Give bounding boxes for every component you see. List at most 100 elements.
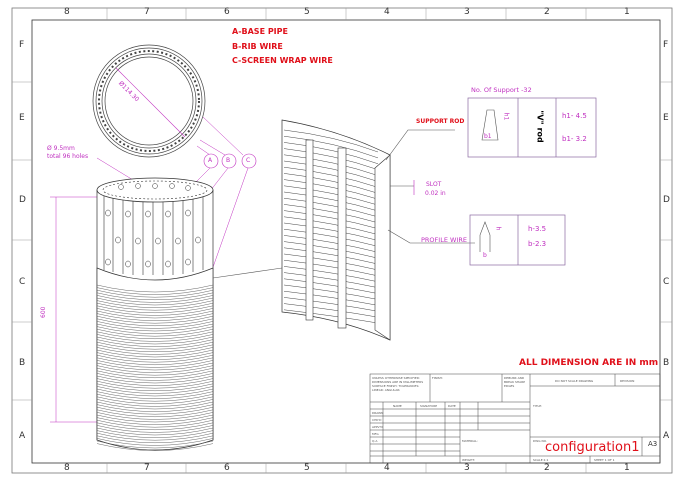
tb-dwg-no: DWG NO. [533, 439, 547, 443]
profile-wire-line [283, 284, 379, 300]
wrap-wire-line [96, 347, 214, 355]
detail-view-wires [281, 119, 391, 341]
wrap-wire-line [96, 352, 214, 360]
wrap-wire-line [96, 323, 214, 332]
profile-h-value: h-3.5 [528, 225, 547, 233]
wrap-wire-line [96, 404, 214, 412]
profile-wire-line [283, 129, 379, 153]
wrap-wire-line [96, 383, 214, 391]
zone-col-7-top: 7 [144, 7, 150, 17]
wrap-wire-line [96, 339, 214, 347]
wrap-wire-line [96, 310, 214, 319]
slot-value: 0.02 in [425, 190, 446, 197]
tb-sheet: SHEET 1 OF 1 [594, 458, 615, 462]
profile-wire-line [283, 148, 379, 170]
zone-row-b-right: B [663, 358, 670, 368]
wrap-wire-line [96, 321, 214, 329]
profile-wire-line [283, 290, 379, 306]
profile-wire-line [283, 235, 379, 253]
wrap-wire-line [96, 357, 214, 365]
zone-col-3-top: 3 [464, 7, 470, 17]
wrap-wire-line [96, 409, 214, 417]
wrap-wire-line [96, 305, 214, 313]
profile-wire-line [283, 154, 379, 176]
wrap-wire-line [96, 313, 214, 321]
zone-row-a-right: A [663, 431, 670, 441]
wrap-wire-line [96, 318, 214, 326]
profile-wire-line [283, 135, 379, 159]
zone-col-2-top: 2 [544, 7, 550, 17]
tb-drawn: DRAWN [372, 411, 384, 415]
wrap-wire-line [96, 430, 214, 438]
wrap-wire-line [96, 417, 214, 425]
tb-scale: SCALE:1:1 [533, 458, 549, 462]
zone-row-d-right: D [663, 195, 670, 205]
wrap-wire-line [96, 284, 214, 293]
profile-wire-line [283, 204, 379, 224]
wrap-wire-line [96, 331, 214, 339]
wrap-wire-line [96, 399, 214, 407]
spec-tables [467, 97, 597, 266]
profile-wire-line [283, 160, 379, 182]
wrap-wire-line [96, 292, 214, 300]
profile-wire-line [283, 297, 379, 312]
zone-col-8-top: 8 [64, 7, 70, 17]
legend-base-pipe: A-BASE PIPE [232, 27, 288, 36]
zone-row-e-left: E [19, 113, 25, 123]
wrap-wire-line [96, 396, 214, 404]
zone-row-b-left: B [19, 358, 26, 368]
profile-wire-line [283, 142, 379, 165]
tb-mfg: MFG [372, 432, 379, 436]
profile-wire-line [283, 247, 379, 265]
tb-finish: FINISH: [432, 376, 443, 380]
detail-leaders [385, 129, 475, 244]
outer-frame [11, 7, 673, 474]
profile-wire-line [283, 259, 379, 277]
profile-wire-line [283, 228, 379, 247]
zone-row-d-left: D [19, 195, 26, 205]
wrap-wire-line [96, 378, 214, 386]
wrap-wire-line [96, 432, 214, 441]
profile-wire-line [283, 191, 379, 212]
wrap-wire-line [96, 308, 214, 316]
tb-approved: APPV'D [372, 425, 383, 429]
profile-wire-line [283, 272, 379, 288]
wrap-wire-line [96, 289, 214, 298]
support-count-title: No. Of Support -32 [471, 86, 532, 94]
wrap-wire-line [96, 360, 214, 368]
profile-wire-line [283, 309, 379, 324]
wrap-wire-line [96, 315, 214, 324]
wrap-wire-line [96, 373, 214, 381]
zone-col-4-bottom: 4 [384, 463, 390, 473]
wrap-wire-line [96, 388, 214, 397]
wrap-wire-line [96, 326, 214, 334]
well-screen-isometric [96, 177, 214, 451]
wrap-wire-line [96, 365, 214, 373]
holes-diameter-label: Ø 9.5mm [47, 145, 75, 152]
wrap-wire-line [96, 401, 214, 410]
profile-wire-line [283, 166, 379, 188]
support-h1-dim: h1 [502, 112, 510, 121]
slot-label: SLOT [426, 181, 442, 188]
profile-wire-line [283, 179, 379, 200]
tb-qa: Q.A [372, 439, 378, 443]
top-view-pipe [92, 44, 206, 158]
zone-row-a-left: A [19, 431, 26, 441]
profile-wire-label: PROFILE WIRE [421, 236, 467, 244]
wrap-wire-line [96, 328, 214, 337]
wrap-wire-line [96, 370, 214, 378]
title-block [369, 373, 661, 464]
wrap-wire-line [96, 334, 214, 342]
profile-wire-line [283, 216, 379, 235]
zone-col-7-bottom: 7 [144, 463, 150, 473]
tb-material: MATERIAL: [462, 439, 478, 443]
zone-col-4-top: 4 [384, 7, 390, 17]
profile-wire-line [283, 185, 379, 206]
zone-col-6-bottom: 6 [224, 463, 230, 473]
support-rod-label: SUPPORT ROD [416, 118, 465, 125]
balloon-b-label: B [226, 157, 231, 164]
wrap-wire-line [96, 386, 214, 394]
tb-weight: WEIGHT: [462, 458, 475, 462]
profile-wire-line [283, 222, 379, 241]
